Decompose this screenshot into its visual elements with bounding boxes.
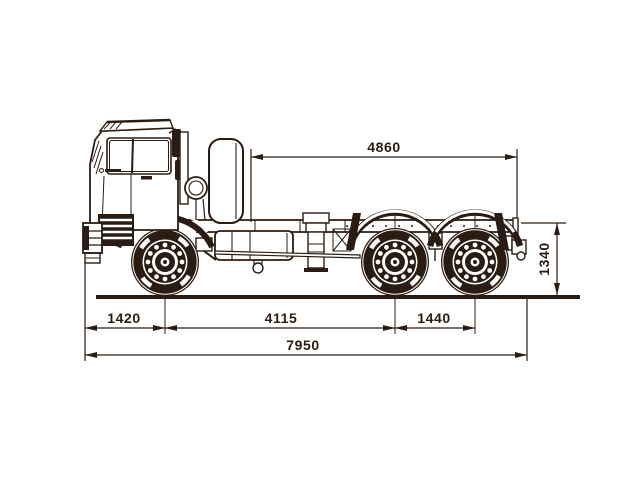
dimension-top-span: 4860: [250, 139, 518, 222]
rear-fenders: [346, 209, 524, 250]
main-mirror: [172, 129, 181, 157]
dimension-label-tandem-spacing: 1440: [417, 310, 451, 326]
dimension-label-front-overhang: 1420: [107, 310, 141, 326]
vertical-equipment-stack: [302, 212, 330, 272]
drive-shaft: [214, 250, 361, 259]
dimension-label-wheelbase: 4115: [265, 310, 298, 326]
dimension-overall-length: 7950: [85, 337, 527, 358]
rear-mudflap: [494, 213, 509, 250]
dimension-front-overhang: 1420: [85, 310, 165, 331]
vertical-tank: [208, 138, 244, 224]
door-handle: [141, 176, 152, 180]
front-mudflap: [346, 213, 361, 250]
front-bumper: [82, 222, 103, 264]
step-grille: [98, 214, 134, 246]
side-window: [106, 137, 172, 175]
dimension-wheelbase: 4115: [165, 310, 395, 331]
dimension-label-chassis-height: 1340: [536, 242, 552, 276]
cab: [82, 118, 215, 264]
dimension-tandem-spacing: 1440: [395, 310, 475, 331]
middle-wheel: [361, 228, 429, 296]
air-cleaner-drum: [184, 176, 208, 200]
cab-logo: [105, 169, 121, 172]
dimension-label-top-span: 4860: [367, 139, 401, 155]
behind-cab-equipment: [179, 131, 244, 224]
dimension-label-overall-length: 7950: [286, 337, 320, 353]
air-intake-duct: [179, 131, 189, 205]
dimension-annotations: 4860 1340 1420: [84, 139, 566, 361]
dimension-chassis-height: 1340: [521, 222, 566, 295]
front-wheel: [131, 228, 199, 296]
